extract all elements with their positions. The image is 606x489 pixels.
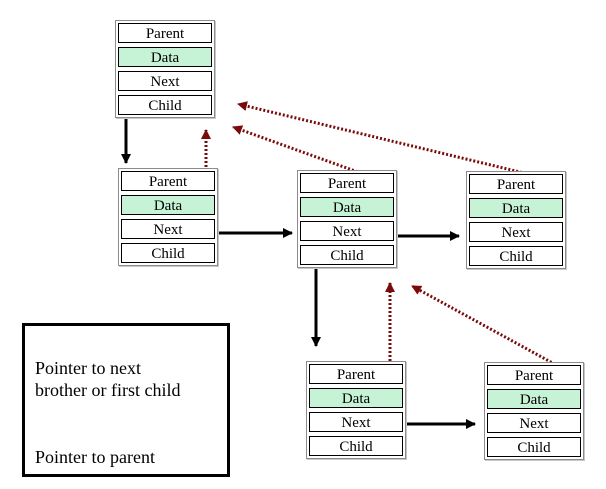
next-field: Next [487,413,581,433]
legend-next-label: Pointer to next brother or first child [35,358,181,400]
child-field: Child [121,243,215,263]
parent-field: Parent [118,23,212,43]
next-field: Next [121,219,215,239]
legend-box: Pointer to next brother or first child P… [22,323,230,477]
parent-field: Parent [121,171,215,191]
data-field: Data [300,197,394,217]
next-field: Next [300,221,394,241]
node-child-2: Parent Data Next Child [297,170,397,268]
child-field: Child [469,246,563,266]
data-field: Data [118,47,212,67]
data-field: Data [487,389,581,409]
next-field: Next [309,412,403,432]
parent-field: Parent [469,174,563,194]
data-field: Data [309,388,403,408]
node-child-1: Parent Data Next Child [118,168,218,266]
child-field: Child [309,436,403,456]
data-field: Data [469,198,563,218]
child-field: Child [487,437,581,457]
parent-field: Parent [300,173,394,193]
child-field: Child [300,245,394,265]
parent-pointer-arrow [411,284,570,374]
parent-field: Parent [309,364,403,384]
node-root: Parent Data Next Child [115,20,215,118]
node-child-3: Parent Data Next Child [466,171,566,269]
parent-pointer-arrow [237,101,554,182]
next-field: Next [118,71,212,91]
next-field: Next [469,222,563,242]
node-grandchild-1: Parent Data Next Child [306,361,406,459]
child-field: Child [118,95,212,115]
data-field: Data [121,195,215,215]
legend-parent-label: Pointer to parent [35,447,155,467]
node-grandchild-2: Parent Data Next Child [484,362,584,460]
parent-field: Parent [487,365,581,385]
